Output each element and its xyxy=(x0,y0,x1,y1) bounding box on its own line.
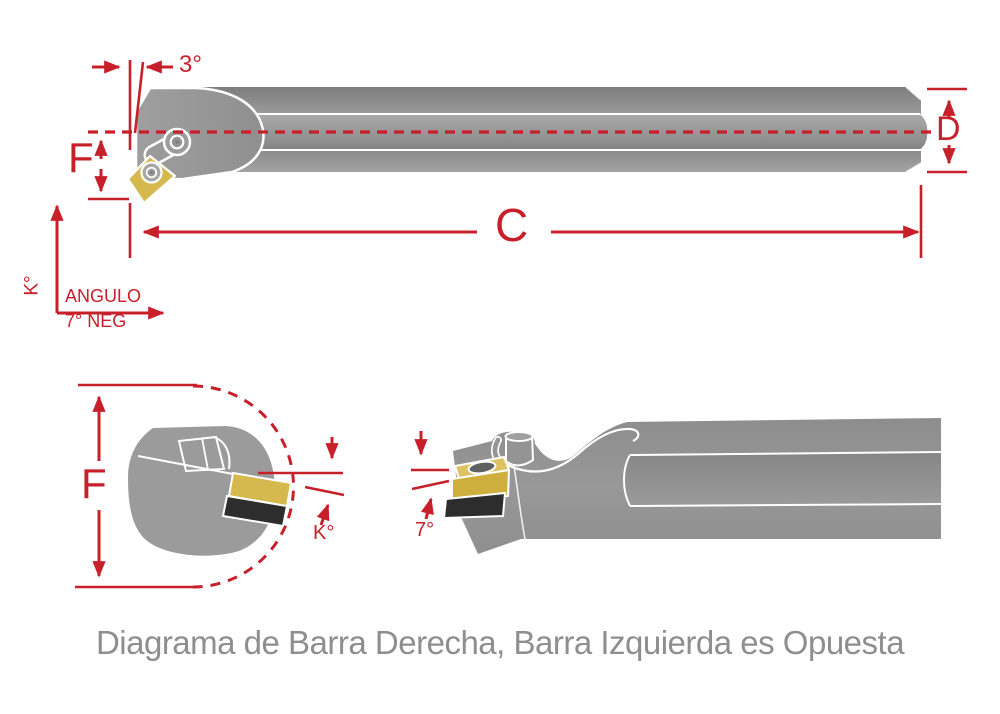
diameter-label: D xyxy=(936,110,961,148)
angle-note-line2: 7° NEG xyxy=(65,311,127,331)
length-label: C xyxy=(495,199,529,251)
nose-height-label: F xyxy=(68,134,94,181)
top-view-drawing xyxy=(50,60,967,320)
end-view-k-label: K° xyxy=(313,522,335,544)
side-rake-angle-label: 7° xyxy=(415,519,435,541)
end-view-drawing xyxy=(75,383,345,589)
back-angle-label: 3° xyxy=(179,51,202,78)
k-axis-label: K° xyxy=(21,275,43,296)
end-view-f-label: F xyxy=(81,460,107,507)
diagram-title: Diagrama de Barra Derecha, Barra Izquier… xyxy=(95,624,905,661)
angle-note-line1: ANGULO xyxy=(65,286,142,306)
side-view-drawing xyxy=(411,418,942,554)
